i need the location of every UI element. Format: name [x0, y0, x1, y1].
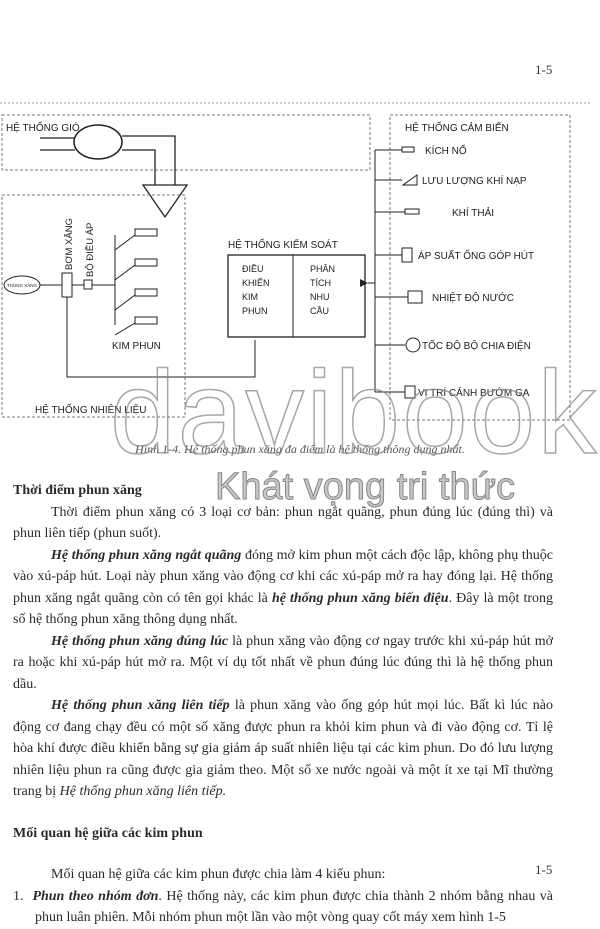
- pressure-regulator-label: BỘ ĐIỀU ÁP: [85, 223, 96, 277]
- fuel-tank-label: THÙNG XĂNG: [7, 282, 38, 288]
- injector-group: [114, 228, 158, 336]
- fuel-injection-diagram: HỆ THỐNG GIÓ HỆ THỐNG NHIÊN LIỆU THÙNG X…: [0, 102, 590, 421]
- relation-intro: Mối quan hệ giữa các kim phun được chia …: [51, 867, 386, 882]
- injector-icon: [134, 288, 158, 297]
- list-item: 1. Phun theo nhóm đơn. Hệ thống này, các…: [13, 886, 553, 929]
- figure-caption: Hình 1-4. Hệ thống phun xăng đa điểm là …: [135, 442, 465, 456]
- throttle-position-sensor-icon: [404, 385, 416, 399]
- page-number-top: 1-5: [535, 62, 553, 77]
- term: Hệ thống phun xăng ngắt quãng: [51, 547, 242, 563]
- sensor-label: ÁP SUẤT ỐNG GÓP HÚT: [418, 248, 534, 262]
- relation-heading: Mối quan hệ giữa các kim phun: [13, 825, 203, 841]
- manifold-pressure-sensor-icon: [401, 247, 413, 263]
- term: Phun theo nhóm đơn: [32, 888, 159, 904]
- control-left-line: ĐIỀU: [242, 264, 264, 274]
- continuous-paragraph: Hệ thống phun xăng liên tiếp là phun xăn…: [13, 695, 553, 803]
- air-system-label: HỆ THỐNG GIÓ: [6, 120, 80, 134]
- injector-icon: [134, 228, 158, 237]
- control-right-line: PHÂN: [310, 264, 335, 274]
- intermittent-paragraph: Hệ thống phun xăng ngắt quãng đóng mở ki…: [13, 545, 553, 631]
- air-system-box: [1, 114, 371, 171]
- sensor-label: LƯU LƯỢNG KHÍ NẠP: [422, 174, 527, 187]
- air-filter-icon: [73, 124, 123, 160]
- text: là phun xăng vào ống góp hút mọi lúc. Bấ…: [13, 698, 554, 799]
- control-right-line: NHU: [310, 292, 330, 302]
- sensor-label: NHIỆT ĐỘ NƯỚC: [432, 291, 514, 304]
- exhaust-sensor-icon: [404, 208, 420, 215]
- watermark-brand: davibooks: [109, 346, 600, 480]
- text: Hệ thống phun xăng liên tiếp.: [59, 784, 227, 799]
- control-right-line: TÍCH: [310, 278, 331, 288]
- timing-heading: Thời điểm phun xăng: [13, 483, 142, 498]
- sensor-label: KHÍ THẢI: [452, 206, 494, 219]
- list-number: 1.: [13, 888, 24, 904]
- control-box: [227, 254, 366, 338]
- air-flow-arrow-icon: [141, 184, 189, 219]
- term: Hệ thống phun xăng liên tiếp: [51, 698, 230, 713]
- sensor-label: TỐC ĐỘ BỘ CHIA ĐIỆN: [422, 338, 531, 352]
- control-left-line: KIM: [242, 292, 258, 302]
- pressure-regulator-icon: [83, 279, 93, 290]
- timing-intro: Thời điểm phun xăng có 3 loại cơ bản: ph…: [13, 504, 553, 542]
- text: . Đây là một trong số hệ thống phun xăng…: [13, 590, 554, 628]
- fuel-system-label: HỆ THỐNG NHIÊN LIỆU: [35, 402, 147, 416]
- text: là phun xăng vào động cơ ngay trước khi …: [13, 633, 554, 692]
- body-text: Thời điểm phun xăng Thời điểm phun xăng …: [13, 480, 553, 929]
- fuel-pump-icon: [61, 272, 73, 298]
- term: hệ thống phun xăng biến điệu: [271, 590, 449, 606]
- injector-icon: [134, 258, 158, 267]
- knock-sensor-icon: [401, 146, 415, 153]
- sensor-label: VỊ TRÍ CẢNH BƯỚM GA: [418, 386, 530, 399]
- sensor-label: KÍCH NỔ: [425, 144, 467, 157]
- page-number-bottom: 1-5: [535, 862, 553, 877]
- control-system-label: HỆ THỐNG KIỂM SOÁT: [228, 237, 338, 251]
- airflow-sensor-icon: [401, 174, 418, 186]
- fuel-system-box: [1, 194, 186, 418]
- fuel-pump-label: BƠM XĂNG: [64, 218, 75, 270]
- control-left-line: KHIỂN: [242, 277, 270, 288]
- term: Hệ thống phun xăng đúng lúc: [51, 633, 229, 649]
- sensor-system-label: HỆ THỐNG CẢM BIẾN: [405, 120, 509, 134]
- timed-paragraph: Hệ thống phun xăng đúng lúc là phun xăng…: [13, 631, 553, 696]
- distributor-speed-sensor-icon: [405, 337, 421, 353]
- control-right-line: CẦU: [310, 306, 329, 316]
- injectors-label: KIM PHUN: [112, 341, 161, 352]
- watermark-slogan: Khát vọng tri thức: [214, 466, 516, 509]
- text: đóng mở kim phun một cách độc lập, không…: [13, 547, 553, 606]
- injector-icon: [134, 316, 158, 325]
- control-left-line: PHUN: [242, 306, 268, 316]
- coolant-temp-sensor-icon: [407, 290, 423, 304]
- sensor-system-box: [389, 114, 571, 421]
